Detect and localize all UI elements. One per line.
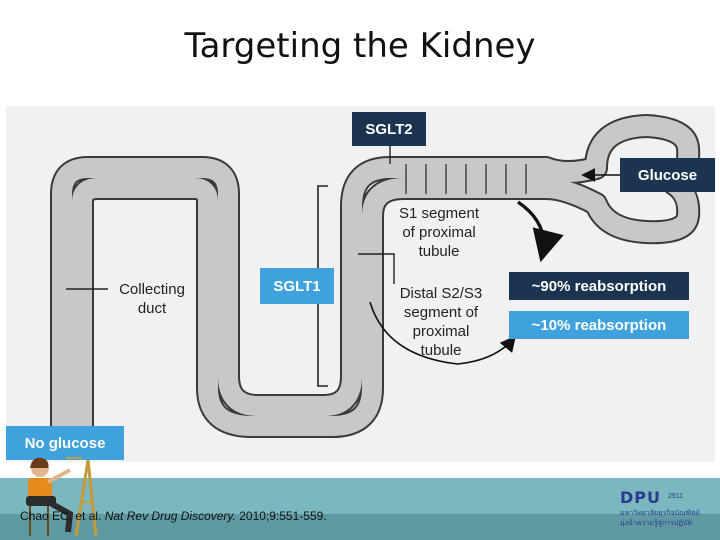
collecting-duct-label: Collecting duct [119, 281, 185, 317]
sglt1-label: SGLT1 [260, 268, 334, 304]
dpu-logo: DPU 2511 มหาวิทยาลัยธุรกิจบัณฑิตย์ มุ่งน… [620, 488, 700, 527]
kidney-diagram: SGLT2 SGLT1 Glucose No glucose ~90% reab… [6, 106, 715, 462]
distal-pointer [358, 253, 395, 284]
distal-segment-label: Distal S2/S3 segment of proximal tubule [399, 285, 483, 359]
footer-band [0, 514, 720, 540]
sglt2-label: SGLT2 [352, 112, 426, 146]
reabsorption-10-label: ~10% reabsorption [509, 311, 689, 339]
seated-person-icon [26, 457, 98, 537]
s1-segment-label: S1 segment of proximal tubule [398, 205, 480, 260]
citation: Chao EC, et al. Nat Rev Drug Discovery. … [20, 509, 327, 523]
glucose-label: Glucose [620, 158, 715, 192]
reabsorption-90-arrow [517, 200, 564, 263]
footer-bar [0, 478, 720, 540]
reabsorption-10-arrow [369, 301, 517, 365]
reabsorption-90-label: ~90% reabsorption [509, 272, 689, 300]
s1-tick-marks [405, 164, 527, 194]
page-title: Targeting the Kidney [184, 26, 536, 66]
no-glucose-label: No glucose [6, 426, 124, 460]
